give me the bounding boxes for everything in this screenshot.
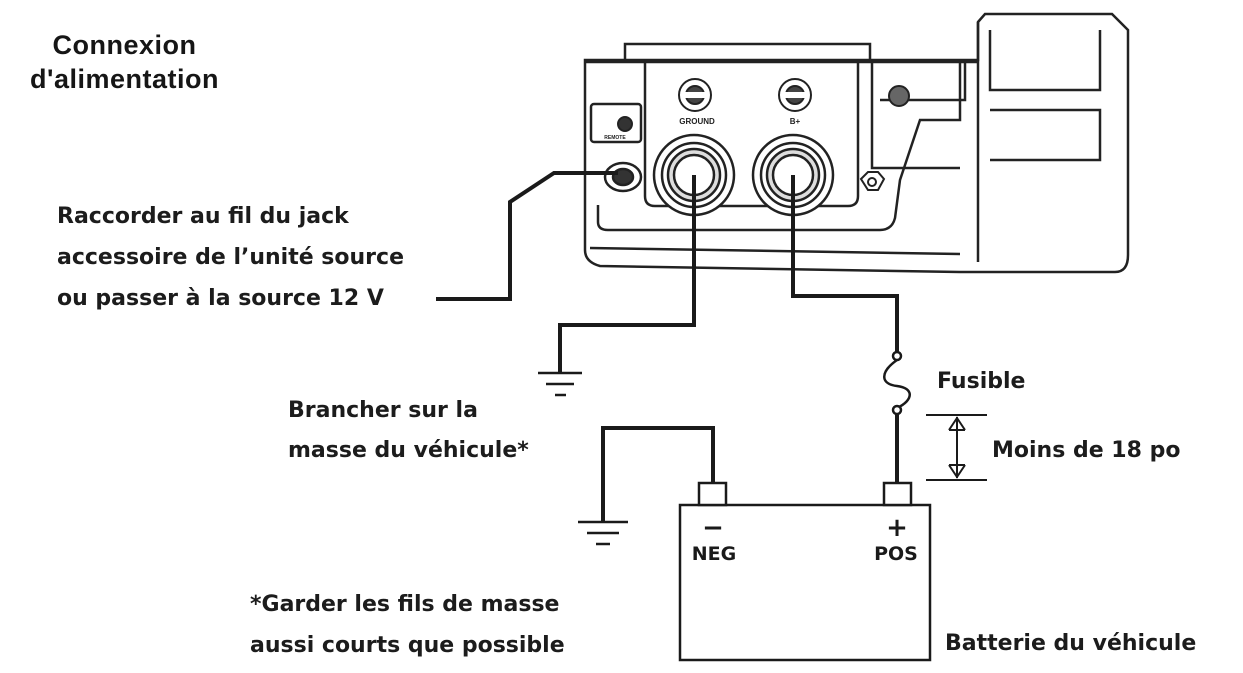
title-line-2: d'alimentation (30, 64, 219, 94)
remote-terminal-label: REMOTE (604, 135, 626, 141)
remote-screw (617, 116, 633, 132)
diagram-title: Connexion d'alimentation (12, 28, 237, 96)
amplifier-fin-4 (870, 62, 960, 170)
battery-neg-post (697, 481, 728, 507)
terminal-panel (643, 62, 860, 208)
ground-terminal-label: GROUND (679, 117, 715, 126)
battery (678, 481, 932, 662)
battery-body (678, 503, 932, 662)
battery-label: Batterie du véhicule (945, 631, 1197, 656)
remote-block (589, 102, 643, 144)
remote-wire-label: Raccorder au fil du jack accessoire de l… (57, 196, 404, 319)
amplifier-chassis (583, 12, 1130, 274)
distance-label: Moins de 18 po (992, 438, 1181, 463)
amp-ground-symbol (538, 371, 582, 397)
panel-screws (617, 78, 910, 191)
fuse-symbol (883, 350, 911, 416)
fuse-label: Fusible (937, 369, 1026, 394)
side-bolt (888, 85, 910, 107)
amplifier-lower-rail (589, 246, 961, 256)
bplus-terminal-label: B+ (790, 117, 801, 126)
battery-pos-post (882, 481, 913, 507)
battery-neg-symbol: − (702, 513, 724, 543)
amplifier-fin-2 (988, 30, 1102, 92)
title-line-1: Connexion (52, 30, 197, 60)
amplifier (583, 12, 1130, 274)
remote-socket (603, 161, 643, 193)
remote-label-line-1: Raccorder au fil du jack (57, 204, 349, 229)
footnote: *Garder les fils de masse aussi courts q… (250, 584, 565, 666)
amplifier-tray (596, 62, 962, 232)
ground-label-line-2: masse du véhicule* (288, 438, 529, 463)
footnote-line-2: aussi courts que possible (250, 633, 565, 658)
amplifier-fin-3 (990, 108, 1102, 162)
ground-label-line-1: Brancher sur la (288, 398, 478, 423)
remote-wire (436, 171, 618, 301)
vehicle-ground-label: Brancher sur la masse du véhicule* (288, 391, 529, 471)
amp-ground-wire (558, 175, 696, 372)
battery-pos-symbol: + (886, 513, 908, 543)
wires (436, 171, 899, 522)
remote-label-line-2: accessoire de l’unité source (57, 245, 404, 270)
remote-label-line-3: ou passer à la source 12 V (57, 286, 384, 311)
footnote-line-1: *Garder les fils de masse (250, 592, 560, 617)
battery-neg-label: NEG (692, 543, 736, 565)
battery-ground-symbol (578, 520, 628, 546)
distance-dimension (926, 414, 987, 481)
battery-ground-wire (601, 426, 715, 522)
battery-pos-label: POS (874, 543, 918, 565)
amplifier-top-ridge (623, 42, 872, 60)
power-wire-top (791, 175, 899, 353)
